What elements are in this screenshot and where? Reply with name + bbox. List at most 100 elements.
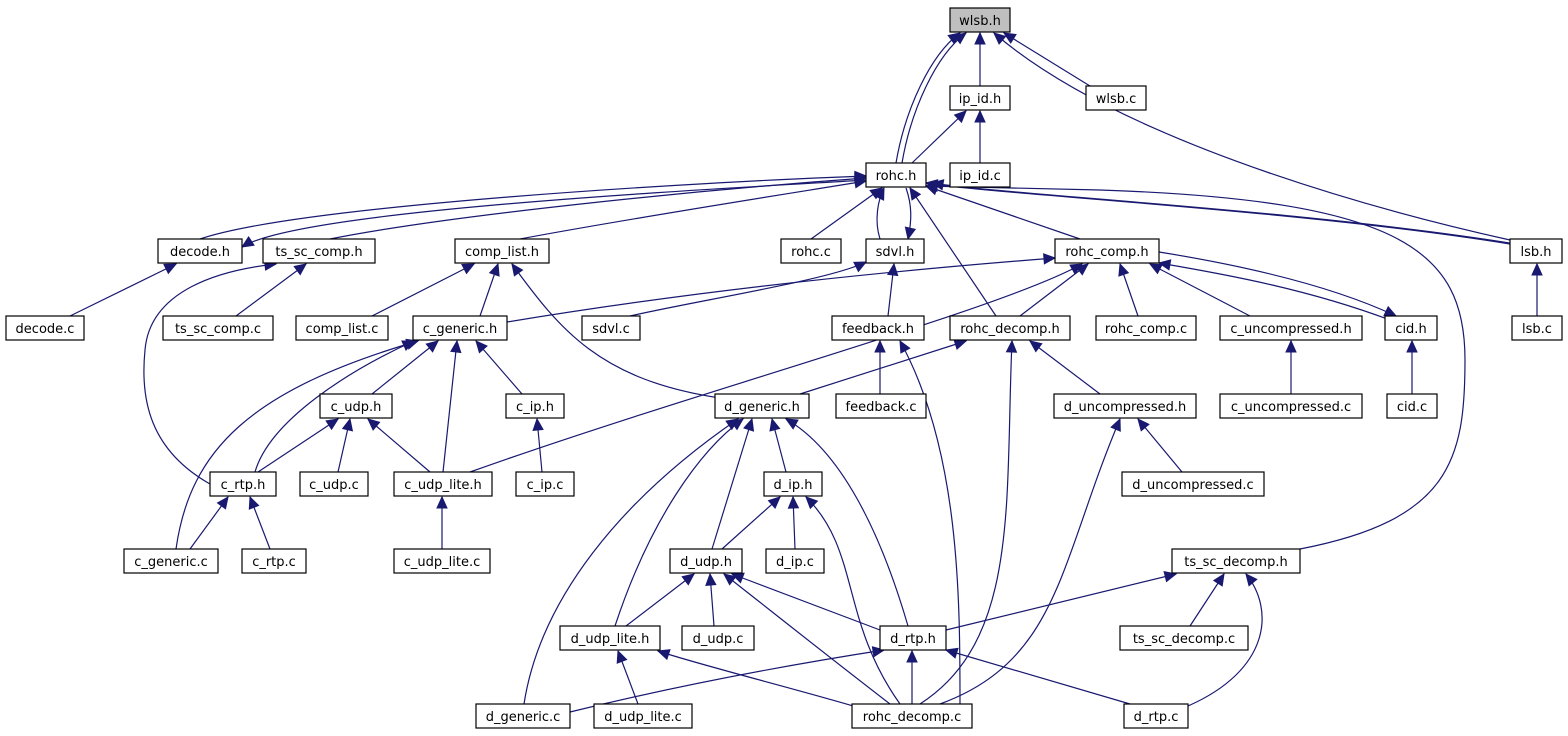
node-comp-list-c[interactable]: comp_list.c [295,315,389,341]
node-d-udp-c[interactable]: d_udp.c [681,625,755,651]
arrowhead-icon [1002,32,1017,44]
arrowhead-icon [874,339,886,353]
arrowhead-icon [906,649,918,663]
arrowhead-icon [767,496,781,510]
arrowhead-icon [1043,253,1057,265]
edge-lsb-h-to-rohc-h [930,179,1517,245]
node-sdvl-h[interactable]: sdvl.h [865,238,925,264]
svg-text:d_udp_lite.h: d_udp_lite.h [571,632,650,647]
arrowhead-icon [436,495,448,509]
arrowhead-icon [974,31,986,45]
svg-text:d_rtp.h: d_rtp.h [890,632,936,647]
node-lsb-h[interactable]: lsb.h [1509,238,1563,264]
node-c-rtp-c[interactable]: c_rtp.c [241,548,307,574]
node-d-rtp-c[interactable]: d_rtp.c [1123,703,1189,729]
svg-text:d_udp.h: d_udp.h [680,555,732,570]
edge-rohc-decomp-c-to-d-ip-h [805,496,901,705]
svg-text:c_udp.c: c_udp.c [309,478,359,493]
svg-text:d_udp.c: d_udp.c [693,632,744,647]
node-d-udp-h[interactable]: d_udp.h [669,548,743,574]
edge-rohc-decomp-c-to-d-uncompressed-h [939,417,1121,705]
edge-ts-sc-decomp-c-to-ts-sc-decomp-h [1189,572,1225,627]
node-decode-h[interactable]: decode.h [157,238,243,264]
svg-text:c_generic.h: c_generic.h [423,322,498,337]
edge-ip-id-h-to-wlsb-h [974,31,986,86]
node-d-ip-h[interactable]: d_ip.h [763,471,823,497]
node-ts-sc-decomp-h[interactable]: ts_sc_decomp.h [1171,548,1301,574]
node-cid-c[interactable]: cid.c [1386,393,1438,419]
svg-text:c_rtp.c: c_rtp.c [252,555,296,570]
arrowhead-icon [743,417,755,432]
node-ip-id-h[interactable]: ip_id.h [949,85,1011,111]
svg-text:rohc_decomp.c: rohc_decomp.c [863,710,961,725]
node-c-udp-lite-c[interactable]: c_udp_lite.c [393,548,491,574]
edge-c-ip-c-to-c-ip-h [532,417,544,473]
node-feedback-h[interactable]: feedback.h [831,315,925,341]
svg-text:feedback.h: feedback.h [842,322,914,337]
edge-d-udp-h-to-d-ip-h [721,496,781,550]
svg-text:c_generic.c: c_generic.c [134,555,208,570]
node-ts-sc-decomp-c[interactable]: ts_sc_decomp.c [1119,625,1249,651]
arrowhead-icon [1406,339,1418,353]
node-rohc-h[interactable]: rohc.h [865,162,927,188]
arrowhead-icon [1383,305,1398,317]
edge-ts-sc-comp-c-to-ts-sc-comp-h [235,263,307,317]
edge-rohc-comp-h-to-cid-h [1158,251,1398,317]
node-d-uncompressed-c[interactable]: d_uncompressed.c [1121,471,1265,497]
node-rohc-c[interactable]: rohc.c [780,238,842,264]
node-rohc-comp-h[interactable]: rohc_comp.h [1054,238,1160,264]
svg-text:c_udp_lite.c: c_udp_lite.c [404,555,481,570]
svg-text:cid.h: cid.h [1395,322,1426,337]
node-d-ip-c[interactable]: d_ip.c [765,548,825,574]
svg-text:c_udp.h: c_udp.h [331,400,382,415]
edge-layer [69,31,1543,713]
node-rohc-decomp-c[interactable]: rohc_decomp.c [851,703,973,729]
arrowhead-icon [953,32,967,45]
edge-decode-c-to-decode-h [69,263,178,317]
node-c-rtp-h[interactable]: c_rtp.h [209,471,277,497]
node-ts-sc-comp-c[interactable]: ts_sc_comp.c [162,315,274,341]
node-c-udp-lite-h[interactable]: c_udp_lite.h [393,471,493,497]
node-wlsb-h[interactable]: wlsb.h [949,7,1011,33]
node-lsb-c[interactable]: lsb.c [1511,315,1563,341]
node-c-uncompressed-c[interactable]: c_uncompressed.c [1219,393,1363,419]
node-d-udp-lite-h[interactable]: d_udp_lite.h [559,625,661,651]
node-c-uncompressed-h[interactable]: c_uncompressed.h [1219,315,1363,341]
svg-text:d_uncompressed.h: d_uncompressed.h [1064,400,1186,415]
svg-text:d_uncompressed.c: d_uncompressed.c [1132,478,1253,493]
svg-text:c_uncompressed.c: c_uncompressed.c [1231,400,1351,415]
node-c-udp-c[interactable]: c_udp.c [299,471,369,497]
arrowhead-icon [325,418,340,431]
svg-text:comp_list.h: comp_list.h [465,245,539,260]
svg-text:sdvl.c: sdvl.c [592,322,630,337]
arrowhead-icon [656,649,671,661]
node-c-generic-c[interactable]: c_generic.c [123,548,219,574]
svg-text:d_ip.c: d_ip.c [776,555,814,570]
node-d-generic-c[interactable]: d_generic.c [475,703,571,729]
node-d-udp-lite-c[interactable]: d_udp_lite.c [593,703,693,729]
node-decode-c[interactable]: decode.c [5,315,85,341]
edge-sdvl-h-to-rohc-h [873,186,885,240]
node-c-udp-h[interactable]: c_udp.h [319,393,393,419]
node-c-ip-c[interactable]: c_ip.c [515,471,575,497]
arrowhead-icon [450,339,462,354]
node-rohc-comp-c[interactable]: rohc_comp.c [1095,315,1197,341]
node-d-rtp-h[interactable]: d_rtp.h [879,625,947,651]
node-ip-id-c[interactable]: ip_id.c [949,162,1011,188]
node-rohc-decomp-h[interactable]: rohc_decomp.h [949,315,1071,341]
arrowhead-icon [899,339,911,354]
node-comp-list-h[interactable]: comp_list.h [454,238,550,264]
node-sdvl-c[interactable]: sdvl.c [581,315,641,341]
svg-text:rohc_decomp.h: rohc_decomp.h [960,322,1060,337]
node-cid-h[interactable]: cid.h [1384,315,1438,341]
node-c-ip-h[interactable]: c_ip.h [505,393,565,419]
svg-text:wlsb.c: wlsb.c [1096,92,1137,107]
node-d-generic-h[interactable]: d_generic.h [714,393,810,419]
arrowhead-icon [616,649,628,664]
node-feedback-c[interactable]: feedback.c [835,393,927,419]
edge-d-generic-h-to-comp-list-h [511,263,721,399]
node-c-generic-h[interactable]: c_generic.h [412,315,508,341]
node-d-uncompressed-h[interactable]: d_uncompressed.h [1053,393,1197,419]
node-ts-sc-comp-h[interactable]: ts_sc_comp.h [262,238,376,264]
node-wlsb-c[interactable]: wlsb.c [1085,85,1147,111]
